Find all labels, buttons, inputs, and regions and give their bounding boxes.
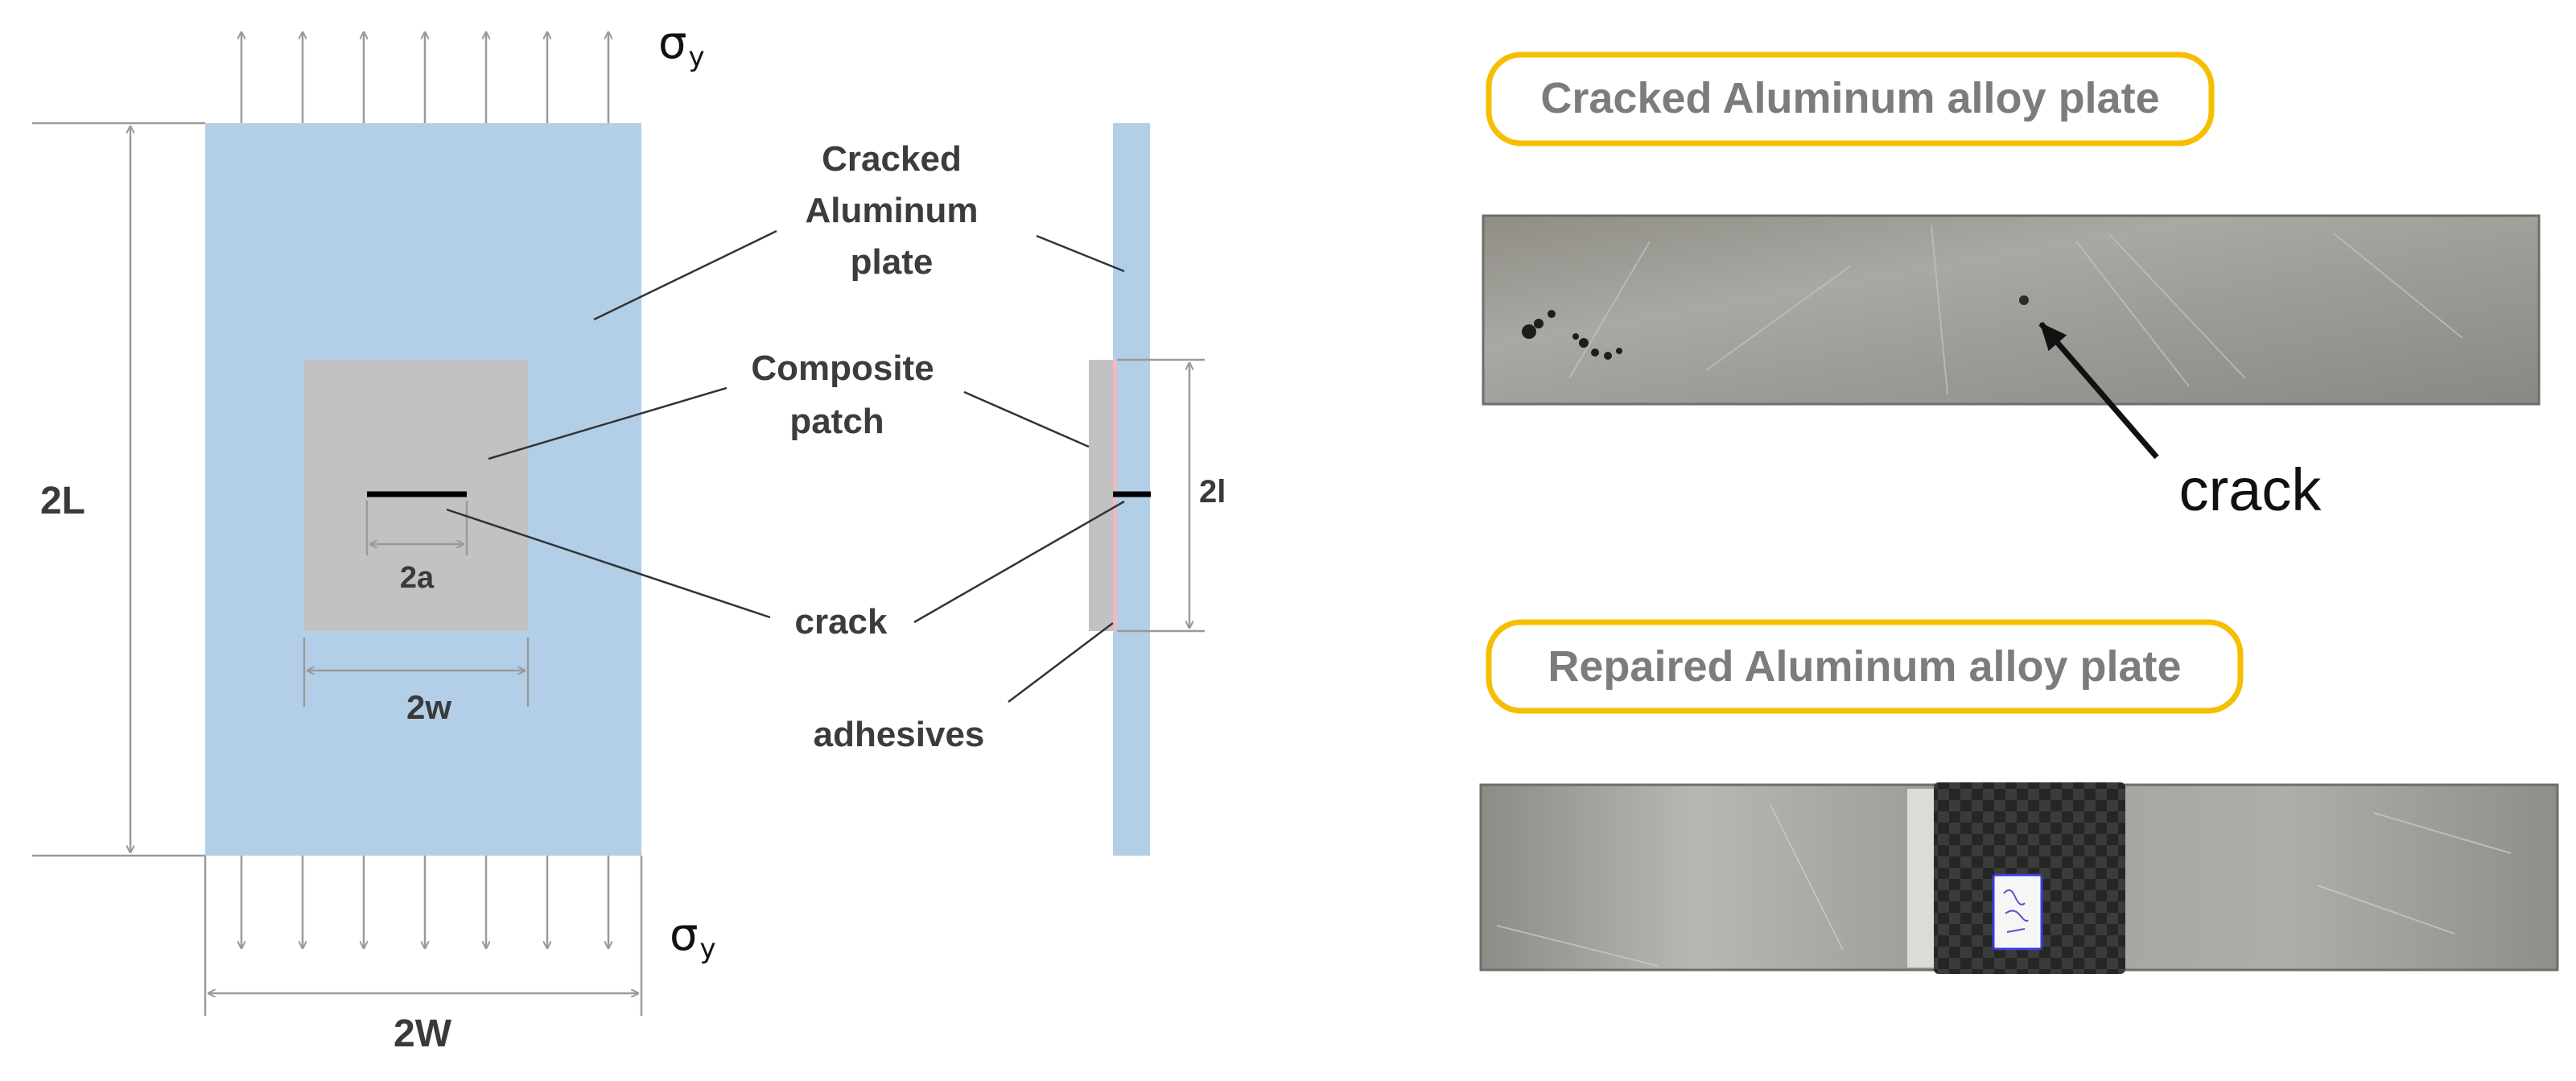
repaired-plate-title: Repaired Aluminum alloy plate: [1548, 642, 2181, 691]
cracked-plate-title: Cracked Aluminum alloy plate: [1540, 74, 2159, 122]
cracked-plate-label-line2: Aluminum: [805, 191, 978, 230]
composite-patch-label-line1: Composite: [751, 349, 934, 388]
patch-width-dimension: [303, 637, 530, 707]
adhesives-label: adhesives: [814, 715, 985, 754]
crack-label: crack: [794, 602, 888, 642]
photo-crack-label: crack: [2179, 456, 2323, 523]
stress-subscript-bottom: y: [700, 933, 716, 965]
leader-lines: [446, 229, 1125, 703]
adhesive-fillet: [1907, 789, 1936, 968]
cracked-plate-label: Cracked Aluminum plate: [805, 139, 978, 282]
composite-patch-label-line2: patch: [789, 402, 884, 441]
repaired-plate-callout-border: [1486, 619, 2244, 714]
repaired-plate-callout: Repaired Aluminum alloy plate: [1486, 619, 2244, 714]
composite-patch-label: Composite patch: [751, 349, 934, 441]
plate-width-dimension: [204, 856, 643, 1016]
cracked-plate-label-line1: Cracked: [822, 139, 962, 179]
plate-height-label: 2L: [40, 480, 85, 522]
stress-label-top: σy: [658, 17, 705, 73]
cracked-plate-scratches: [1568, 225, 2463, 395]
cracked-plate-photo: [1482, 214, 2541, 460]
cracked-plate-callout-border: [1486, 52, 2215, 146]
stress-label-bottom: σy: [670, 909, 716, 965]
crack-spot: [2019, 295, 2029, 305]
side-aluminum-plate: [1113, 123, 1150, 856]
corrosion-spots: [1522, 310, 1622, 360]
repaired-plate-scratches: [1496, 804, 2512, 967]
repaired-plate-photo: [1479, 782, 2559, 974]
patch-length-dimension: [1117, 358, 1205, 633]
plate-side-view: 2l: [1089, 123, 1226, 856]
crack-pointer-arrow: [2038, 321, 2159, 460]
patch-width-label: 2w: [406, 688, 451, 726]
stress-symbol-top: σ: [658, 17, 687, 69]
crack-length-label: 2a: [400, 561, 435, 595]
side-composite-patch: [1089, 360, 1113, 631]
plate-width-label: 2W: [394, 1013, 452, 1055]
stress-arrows-bottom: [241, 856, 608, 948]
crack-length-dimension: [365, 501, 468, 555]
stress-subscript-top: y: [689, 41, 705, 73]
patch-length-label: 2l: [1199, 474, 1226, 510]
cracked-plate-callout: Cracked Aluminum alloy plate: [1486, 52, 2215, 146]
stress-arrows-top: [241, 32, 608, 123]
plate-height-dimension: [32, 122, 205, 857]
stress-symbol-bottom: σ: [670, 909, 699, 961]
plate-front-view: 2a 2w 2L 2W: [32, 17, 716, 1055]
cracked-plate-label-line3: plate: [851, 242, 934, 282]
specimen-label-handwriting: [2003, 889, 2029, 933]
